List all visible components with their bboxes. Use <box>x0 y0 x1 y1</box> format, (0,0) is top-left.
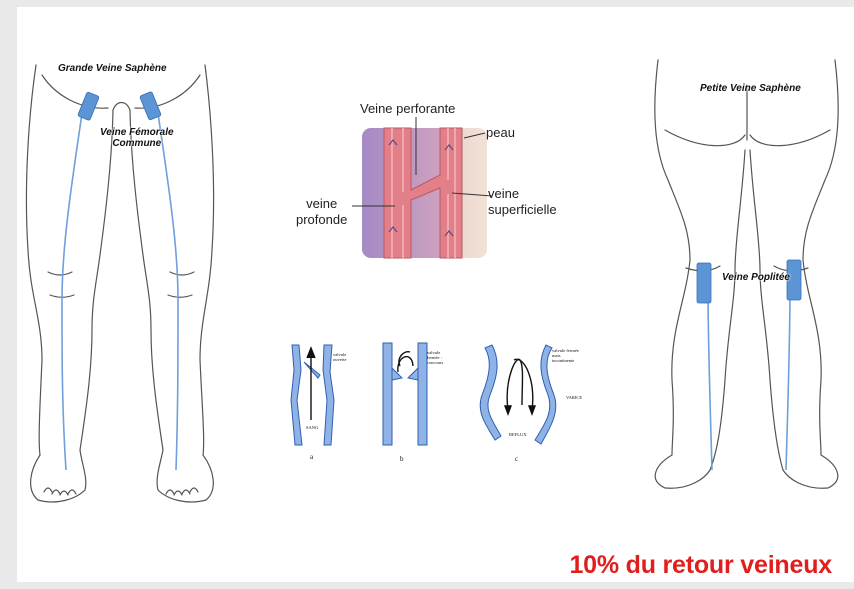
petite-veine-saphene-label: Petite Veine Saphène <box>700 83 801 94</box>
veine-poplitee-label: Veine Poplitée <box>722 272 790 283</box>
footer-statistic: 10% du retour veineux <box>569 551 832 580</box>
